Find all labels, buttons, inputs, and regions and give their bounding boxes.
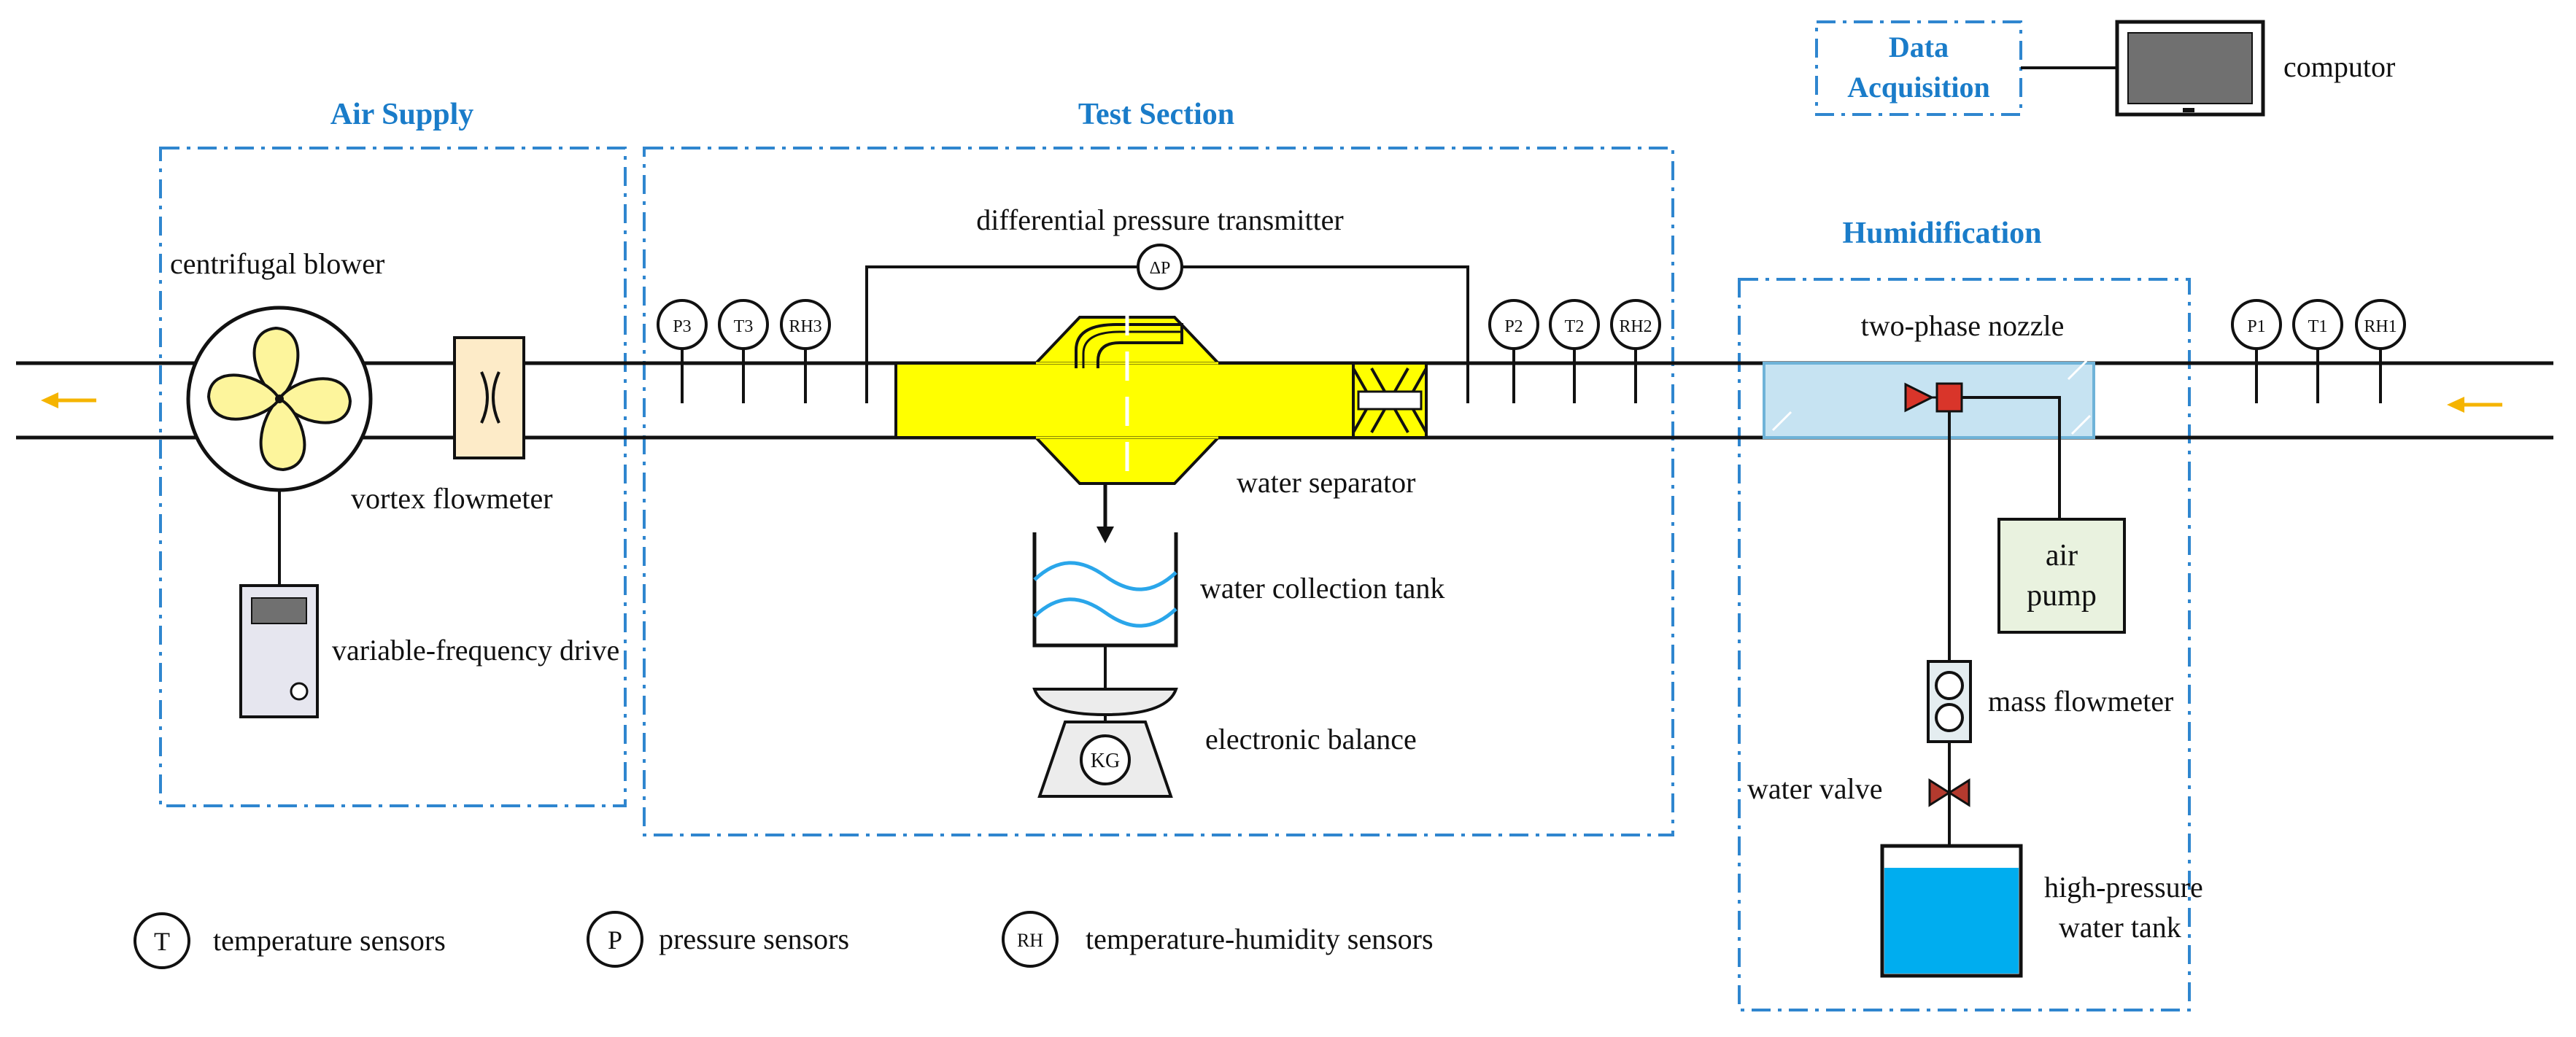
data-acquisition-title-line2: Acquisition bbox=[1847, 71, 1990, 104]
air-pump-label-line1: air bbox=[2046, 539, 2078, 572]
water-separator-icon bbox=[894, 306, 1428, 510]
centrifugal-blower-icon bbox=[186, 306, 373, 492]
mass-flowmeter-label: mass flowmeter bbox=[1988, 685, 2173, 718]
water-tank-label-line1: high-pressure bbox=[2044, 871, 2203, 904]
water-valve-label: water valve bbox=[1747, 772, 1882, 805]
humidity-sensor-rh2 bbox=[1610, 299, 1661, 350]
legend-humidity-label: temperature-humidity sensors bbox=[1086, 923, 1434, 955]
water-valve-icon bbox=[1928, 778, 1970, 807]
sensor-t1-label: T1 bbox=[2308, 317, 2328, 336]
pressure-sensor-p3 bbox=[657, 299, 708, 350]
electronic-balance-label: electronic balance bbox=[1205, 723, 1417, 756]
humidity-sensor-rh3 bbox=[780, 299, 831, 350]
sensor-rh3-label: RH3 bbox=[789, 317, 821, 336]
differential-pressure-transmitter-label: differential pressure transmitter bbox=[976, 203, 1344, 236]
mass-flowmeter-icon bbox=[1927, 660, 1972, 743]
temperature-sensor-t1 bbox=[2292, 299, 2343, 350]
sensor-group-2: P2 T2 RH2 bbox=[1488, 299, 1661, 403]
vortex-flowmeter-label: vortex flowmeter bbox=[351, 482, 553, 515]
sensor-rh1-label: RH1 bbox=[2364, 317, 2397, 336]
sensor-p2-label: P2 bbox=[1504, 317, 1523, 336]
legend-pressure-label: pressure sensors bbox=[659, 923, 849, 955]
variable-frequency-drive-icon bbox=[239, 584, 319, 718]
sensor-group-1: P1 T1 RH1 bbox=[2231, 299, 2406, 403]
water-collection-tank-icon bbox=[1032, 532, 1178, 648]
water-separator-label: water separator bbox=[1237, 466, 1415, 499]
data-acquisition-title-line1: Data bbox=[1889, 31, 1949, 63]
inlet-flow-arrow-icon bbox=[2447, 397, 2502, 413]
legend-p-symbol: P bbox=[608, 925, 622, 955]
two-phase-nozzle-label: two-phase nozzle bbox=[1861, 309, 2065, 342]
humidity-sensor-rh1 bbox=[2355, 299, 2406, 350]
air-supply-title: Air Supply bbox=[330, 98, 474, 131]
test-section-title: Test Section bbox=[1078, 98, 1234, 131]
differential-pressure-symbol: ΔP bbox=[1150, 259, 1171, 278]
drain-arrow-icon bbox=[1096, 485, 1114, 543]
outlet-flow-arrow-icon bbox=[41, 392, 96, 408]
differential-pressure-lines bbox=[865, 265, 1469, 403]
two-phase-nozzle-section-icon bbox=[1763, 360, 2095, 439]
pressure-sensor-p1 bbox=[2231, 299, 2282, 350]
temperature-sensor-t3 bbox=[718, 299, 769, 350]
air-supply-line bbox=[1962, 396, 2061, 519]
vortex-flowmeter-icon bbox=[453, 336, 525, 459]
nozzle-head-icon bbox=[1904, 382, 1963, 413]
sensor-t3-label: T3 bbox=[734, 317, 754, 336]
air-supply-boundary bbox=[159, 147, 627, 807]
variable-frequency-drive-label: variable-frequency drive bbox=[332, 634, 619, 667]
sensor-rh2-label: RH2 bbox=[1619, 317, 1652, 336]
legend: T temperature sensors P pressure sensors… bbox=[134, 911, 1434, 969]
air-pump-label-line2: pump bbox=[2027, 579, 2097, 613]
computer-label: computor bbox=[2283, 50, 2395, 83]
legend-rh-symbol: RH bbox=[1017, 930, 1043, 951]
legend-temperature-symbol-icon bbox=[134, 912, 190, 969]
balance-kg-symbol: KG bbox=[1091, 750, 1120, 772]
test-section-boundary bbox=[643, 147, 1674, 836]
sensor-t2-label: T2 bbox=[1565, 317, 1585, 336]
centrifugal-blower-label: centrifugal blower bbox=[170, 247, 384, 280]
legend-pressure-symbol-icon bbox=[587, 911, 643, 968]
pressure-sensor-p2 bbox=[1488, 299, 1539, 350]
sensor-group-3: P3 T3 RH3 bbox=[657, 299, 831, 403]
temperature-sensor-t2 bbox=[1549, 299, 1600, 350]
legend-t-symbol: T bbox=[154, 927, 170, 956]
legend-humidity-symbol-icon bbox=[1002, 911, 1059, 968]
high-pressure-water-tank-icon bbox=[1880, 844, 2023, 978]
air-pump-icon bbox=[1997, 518, 2126, 634]
electronic-balance-icon bbox=[1032, 645, 1178, 798]
differential-pressure-gauge-icon bbox=[1137, 244, 1183, 290]
water-tank-label-line2: water tank bbox=[2059, 911, 2181, 944]
computer-monitor-icon bbox=[2115, 20, 2265, 117]
water-collection-tank-label: water collection tank bbox=[1200, 572, 1444, 605]
sensor-p1-label: P1 bbox=[2247, 317, 2265, 336]
legend-temperature-label: temperature sensors bbox=[213, 924, 446, 957]
humidification-title: Humidification bbox=[1842, 217, 2041, 250]
humidification-boundary bbox=[1738, 278, 2191, 1011]
sensor-p3-label: P3 bbox=[673, 317, 691, 336]
